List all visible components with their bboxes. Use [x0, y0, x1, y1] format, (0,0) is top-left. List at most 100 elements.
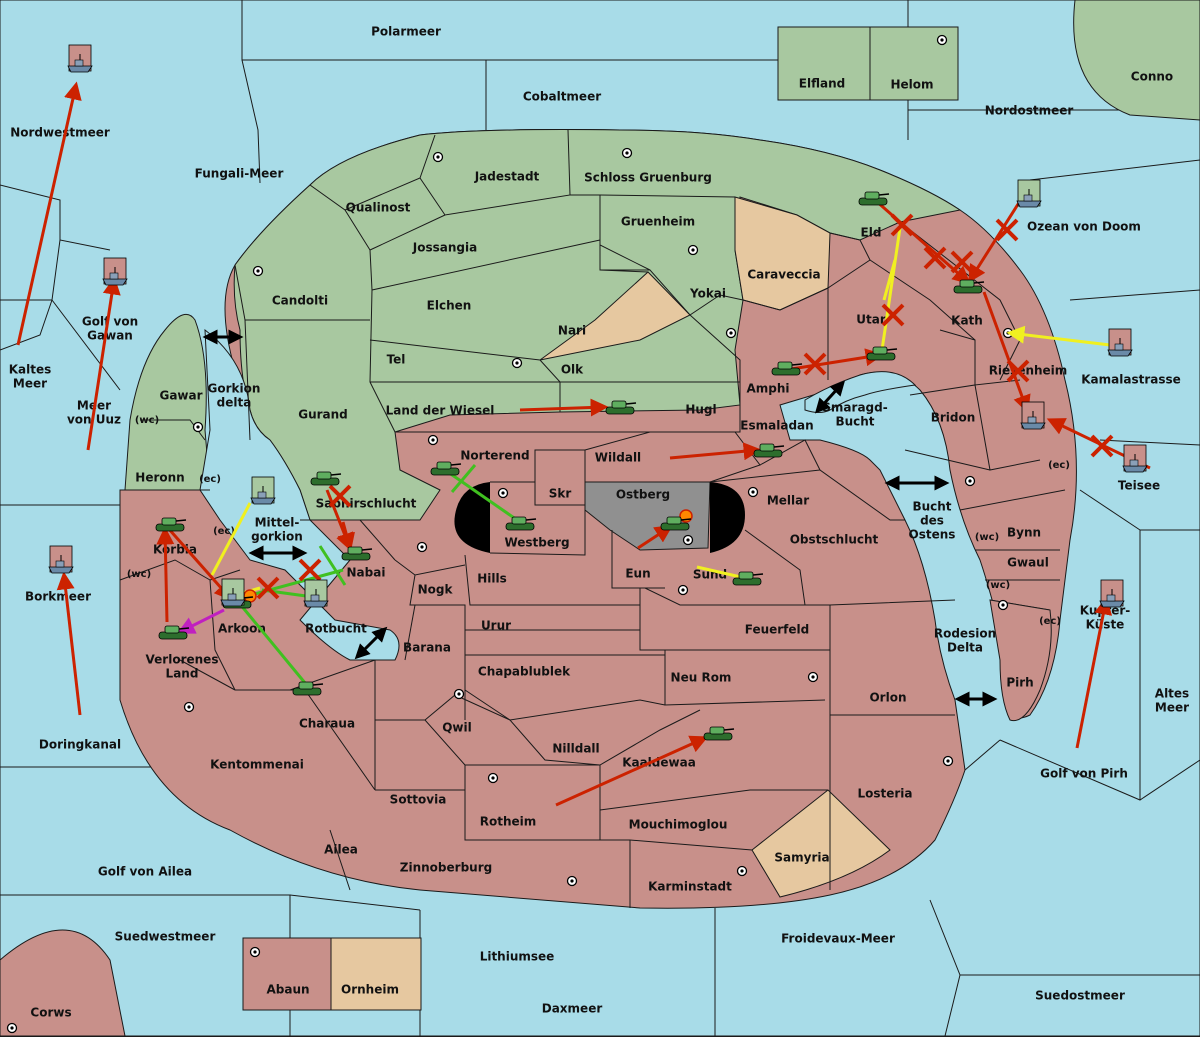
- label-kaltes-2: Meer: [13, 377, 47, 391]
- svg-text:Wildall: Wildall: [595, 451, 641, 465]
- label-bucht-ostens-3: Ostens: [909, 528, 956, 542]
- svg-text:Teisee: Teisee: [1118, 479, 1160, 493]
- label-suedostmeer: Suedostmeer: [1035, 989, 1125, 1003]
- fleet-ship-icon: [250, 476, 276, 505]
- label-doringkanal: Doringkanal: [39, 738, 121, 752]
- label-gorkion-delta-2: delta: [217, 396, 252, 410]
- svg-text:Ornheim: Ornheim: [341, 983, 399, 997]
- svg-text:Orlon: Orlon: [869, 691, 906, 705]
- convoy-orders: [233, 464, 521, 690]
- svg-text:Urur: Urur: [481, 619, 511, 633]
- svg-text:Charaua: Charaua: [299, 717, 355, 731]
- svg-text:Gruenheim: Gruenheim: [621, 215, 695, 229]
- fleet-ship-icon: [220, 578, 246, 607]
- svg-text:Samyria: Samyria: [774, 851, 829, 865]
- fleet-ship-icon: [48, 545, 74, 574]
- swap-arrow-icons: [202, 329, 998, 707]
- label-bucht-ostens: Bucht: [912, 500, 951, 514]
- svg-text:Riesenheim: Riesenheim: [989, 364, 1068, 378]
- svg-text:Elchen: Elchen: [427, 299, 472, 313]
- svg-text:Utar: Utar: [856, 313, 886, 327]
- svg-text:Chapablublek: Chapablublek: [478, 665, 571, 679]
- fleet-ship-icon: [1016, 179, 1042, 208]
- svg-text:Nabai: Nabai: [347, 566, 386, 580]
- region-ornheim[interactable]: [330, 937, 422, 1011]
- region-conno[interactable]: [1073, 0, 1200, 121]
- svg-text:Verlorenes: Verlorenes: [146, 653, 219, 667]
- region-nari[interactable]: [539, 271, 691, 361]
- province-labels: Conno Elfland Helom Jadestadt Schloss Gr…: [30, 70, 1173, 1020]
- svg-text:Nogk: Nogk: [418, 583, 454, 597]
- svg-text:Norterend: Norterend: [460, 449, 529, 463]
- svg-text:Mellar: Mellar: [767, 494, 809, 508]
- svg-text:Feuerfeld: Feuerfeld: [745, 623, 810, 637]
- svg-text:Ailea: Ailea: [324, 843, 358, 857]
- label-borkmeer: Borkmeer: [25, 590, 91, 604]
- svg-text:Qualinost: Qualinost: [346, 201, 411, 215]
- label-daxmeer: Daxmeer: [542, 1002, 603, 1016]
- svg-text:Conno: Conno: [1131, 70, 1173, 84]
- svg-text:Nilldall: Nilldall: [552, 742, 599, 756]
- svg-text:Eun: Eun: [625, 567, 650, 581]
- label-cobaltmeer: Cobaltmeer: [523, 90, 601, 104]
- svg-text:Kath: Kath: [951, 314, 983, 328]
- region-corws[interactable]: [0, 929, 126, 1037]
- svg-text:Pirh: Pirh: [1006, 676, 1033, 690]
- label-fungali: Fungali-Meer: [195, 167, 284, 181]
- label-smaragd-2: Bucht: [835, 415, 874, 429]
- svg-text:Gwaul: Gwaul: [1007, 556, 1049, 570]
- svg-text:Corws: Corws: [30, 1006, 71, 1020]
- fleet-ship-icon: [1099, 579, 1125, 608]
- sea-labels: Polarmeer Cobaltmeer Nordostmeer Nordwes…: [9, 25, 1189, 1016]
- svg-text:Barana: Barana: [403, 641, 451, 655]
- svg-text:Schloss Gruenburg: Schloss Gruenburg: [584, 171, 712, 185]
- svg-text:Abaun: Abaun: [266, 983, 309, 997]
- svg-text:Hugl: Hugl: [685, 403, 716, 417]
- impassable-west-cap: [454, 482, 490, 553]
- region-pirh[interactable]: [989, 599, 1052, 722]
- svg-text:Sottovia: Sottovia: [390, 793, 447, 807]
- label-lithiumsee: Lithiumsee: [480, 950, 555, 964]
- svg-text:Karminstadt: Karminstadt: [648, 880, 732, 894]
- svg-text:Arkoon: Arkoon: [218, 622, 266, 636]
- svg-text:Caraveccia: Caraveccia: [747, 268, 820, 282]
- svg-text:(wc): (wc): [127, 569, 151, 580]
- svg-text:Westberg: Westberg: [504, 536, 569, 550]
- svg-text:Tel: Tel: [387, 353, 406, 367]
- svg-text:Zinnoberburg: Zinnoberburg: [400, 861, 492, 875]
- fleet-ship-icon: [1122, 444, 1148, 473]
- region-samyria[interactable]: [751, 789, 891, 898]
- fleet-ship-icon: [1107, 328, 1133, 357]
- label-golf-ailea: Golf von Ailea: [98, 865, 192, 879]
- svg-text:Losteria: Losteria: [857, 787, 912, 801]
- svg-text:Nari: Nari: [558, 324, 586, 338]
- svg-text:Küste: Küste: [1086, 618, 1125, 632]
- svg-text:Kentommenai: Kentommenai: [210, 758, 304, 772]
- fleet-ship-icon: [67, 44, 93, 73]
- svg-text:(ec): (ec): [1039, 616, 1061, 627]
- coast-tags: (wc) (ec) (ec) (wc) (ec) (wc) (wc) (ec): [127, 415, 1070, 627]
- svg-text:Bridon: Bridon: [931, 411, 976, 425]
- region-elfland[interactable]: [777, 26, 871, 101]
- svg-text:Gawar: Gawar: [159, 389, 202, 403]
- label-bucht-ostens-2: des: [920, 514, 944, 528]
- label-nordostmeer: Nordostmeer: [985, 104, 1074, 118]
- label-suedwestmeer: Suedwestmeer: [115, 930, 216, 944]
- impassable-east-cap: [710, 482, 745, 553]
- svg-text:Elfland: Elfland: [799, 77, 845, 91]
- svg-text:Obstschlucht: Obstschlucht: [790, 533, 879, 547]
- svg-text:Qwil: Qwil: [442, 721, 472, 735]
- label-mittelgorkion-2: gorkion: [251, 530, 303, 544]
- label-rodesion-2: Delta: [947, 641, 983, 655]
- svg-text:(wc): (wc): [986, 580, 1010, 591]
- label-golf-pirh: Golf von Pirh: [1040, 767, 1128, 781]
- svg-text:(ec): (ec): [199, 474, 221, 485]
- svg-text:(wc): (wc): [135, 415, 159, 426]
- label-kamalastrasse: Kamalastrasse: [1081, 373, 1181, 387]
- svg-text:Helom: Helom: [890, 78, 933, 92]
- svg-text:Neu Rom: Neu Rom: [671, 671, 732, 685]
- svg-text:Mouchimoglou: Mouchimoglou: [629, 818, 728, 832]
- label-gorkion-delta: Gorkion: [208, 382, 261, 396]
